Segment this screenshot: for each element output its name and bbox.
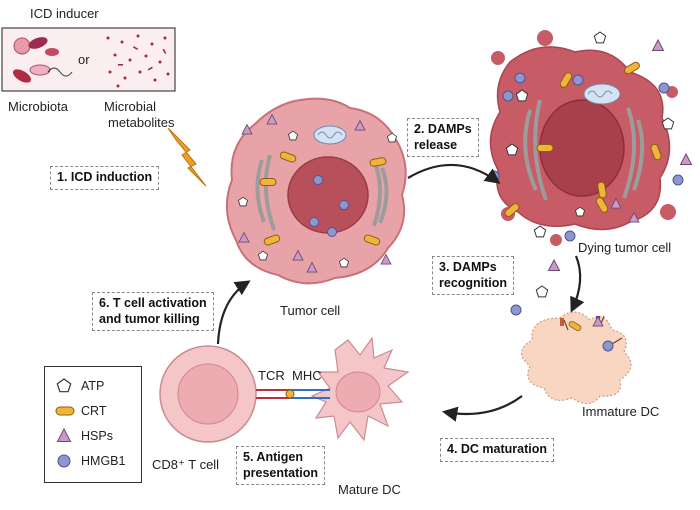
arrow-activation <box>216 280 251 345</box>
pentagon-icon <box>56 378 72 393</box>
legend-label: HMGB1 <box>81 454 126 468</box>
inducer-panel <box>1 27 176 92</box>
arrow-release <box>407 163 501 184</box>
dying-tumor-cell <box>488 30 692 246</box>
capsule-icon <box>55 406 75 416</box>
circle-icon <box>57 454 71 468</box>
mature-dc-label: Mature DC <box>338 482 401 497</box>
triangle-icon <box>56 427 72 442</box>
step-4-box: 4. DC maturation <box>440 438 555 462</box>
immature-dc <box>520 311 632 405</box>
step-2-box: 2. DAMPs release <box>407 118 479 158</box>
microbiota-icon <box>12 37 73 83</box>
metabolites-label-2: metabolites <box>108 115 175 130</box>
step-3-label-2: recognition <box>439 275 508 290</box>
metabolites-icon <box>106 34 170 88</box>
tcr-mhc-complex <box>256 389 330 399</box>
legend-label: CRT <box>81 404 107 418</box>
legend: ATP CRT HSPs HMGB1 <box>44 366 142 483</box>
cd8-t-cell <box>159 345 257 443</box>
step-6-box: 6. T cell activation and tumor killing <box>92 292 214 332</box>
immature-dc-label: Immature DC <box>582 404 660 419</box>
step-5-label-2: presentation <box>243 465 319 480</box>
lightning-bolt-icon <box>167 127 207 187</box>
inducer-title: ICD inducer <box>30 6 99 21</box>
tumor-cell-label: Tumor cell <box>280 303 341 318</box>
mhc-label: MHC <box>292 368 322 383</box>
step-6-label-1: 6. T cell activation <box>99 296 207 310</box>
step-5-box: 5. Antigen presentation <box>236 446 326 486</box>
step-3-label-1: 3. DAMPs <box>439 260 497 274</box>
dying-cell-label: Dying tumor cell <box>578 240 672 255</box>
step-1-box: 1. ICD induction <box>50 166 160 190</box>
mature-dc <box>310 336 410 442</box>
tumor-cell <box>225 97 407 285</box>
step-4-label: 4. DC maturation <box>447 442 548 456</box>
legend-label: HSPs <box>81 429 113 443</box>
metabolites-label-1: Microbial <box>104 99 157 114</box>
step-2-label-1: 2. DAMPs <box>414 122 472 136</box>
inducer-or: or <box>78 52 90 67</box>
t-cell-label: CD8⁺ T cell <box>152 457 220 472</box>
step-6-label-2: and tumor killing <box>99 311 200 326</box>
step-2-label-2: release <box>414 137 458 152</box>
tcr-label: TCR <box>258 368 285 383</box>
step-1-label: 1. ICD induction <box>57 170 153 184</box>
microbiota-label: Microbiota <box>8 99 68 114</box>
legend-label: ATP <box>81 379 105 393</box>
step-5-label-1: 5. Antigen <box>243 450 303 464</box>
arrow-recognition <box>570 255 585 313</box>
arrow-maturation <box>441 395 523 422</box>
step-3-box: 3. DAMPs recognition <box>432 256 515 296</box>
